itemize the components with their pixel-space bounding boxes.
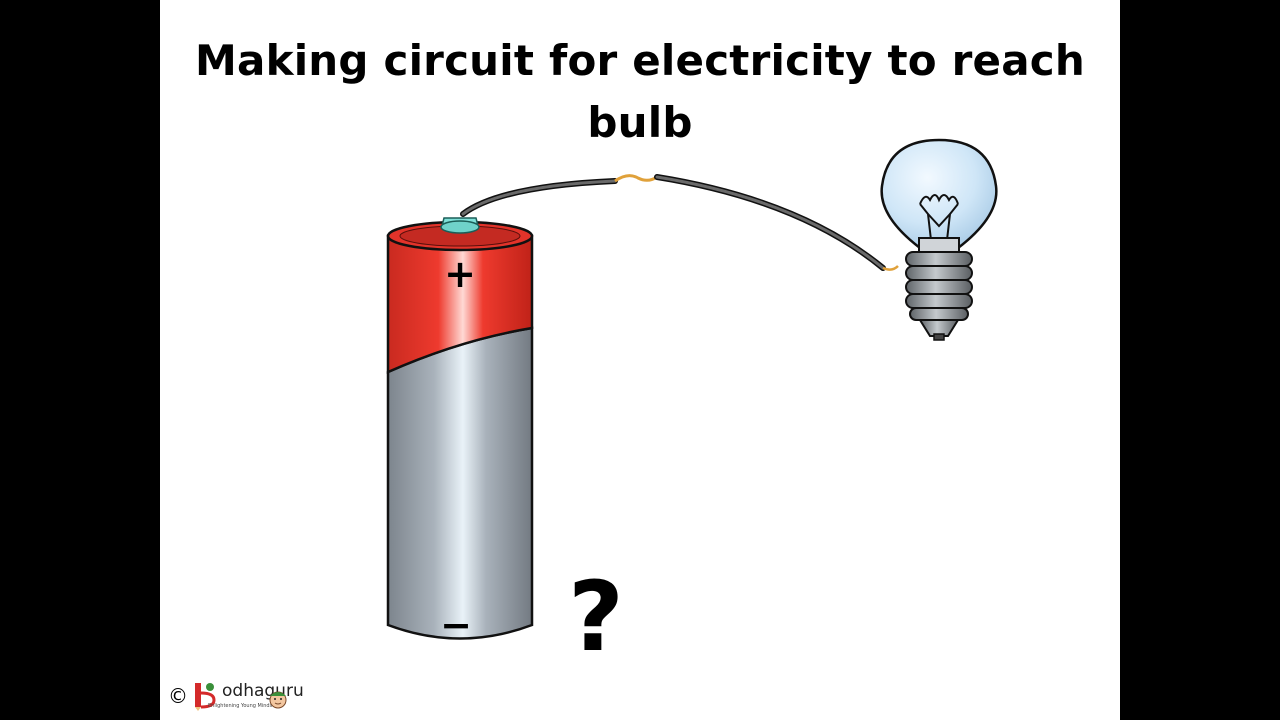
logo-name: odhaguru: [222, 681, 304, 701]
wire-segment-right: [654, 174, 886, 271]
pencil-b-logo-icon: [195, 683, 216, 711]
wire: [460, 174, 899, 271]
battery-body: [386, 326, 534, 640]
bulb-tip: [933, 333, 945, 341]
question-mark: ?: [568, 561, 624, 673]
bulb-filament: [919, 194, 959, 241]
bulb-neck: [918, 237, 960, 253]
battery: + −: [386, 217, 534, 647]
wire-end-joint: [882, 265, 899, 271]
circuit-diagram: + −: [386, 138, 998, 673]
wire-segment-right-core: [655, 175, 885, 270]
battery-positive-end: [386, 234, 534, 374]
bulb-screw-base: [905, 251, 973, 321]
logo-tagline: Enlightening Young Minds: [208, 703, 273, 709]
slide: Making circuit for electricity to reach …: [160, 0, 1120, 720]
wire-joint: [614, 174, 658, 183]
wire-segment-left-core: [461, 179, 617, 216]
bulb-contact: [918, 319, 960, 337]
branding: © odhaguru Enlightening Young Minds: [168, 676, 328, 716]
bulb-glass: [880, 138, 998, 250]
negative-sign: −: [440, 603, 472, 647]
wire-segment-left: [460, 178, 618, 217]
battery-terminal-base: [440, 220, 480, 234]
slide-title: Making circuit for electricity to reach …: [195, 36, 1085, 147]
mascot-face-icon: [269, 691, 287, 709]
positive-sign: +: [444, 252, 476, 296]
copyright-symbol: ©: [168, 684, 188, 708]
bulb: [880, 138, 998, 341]
